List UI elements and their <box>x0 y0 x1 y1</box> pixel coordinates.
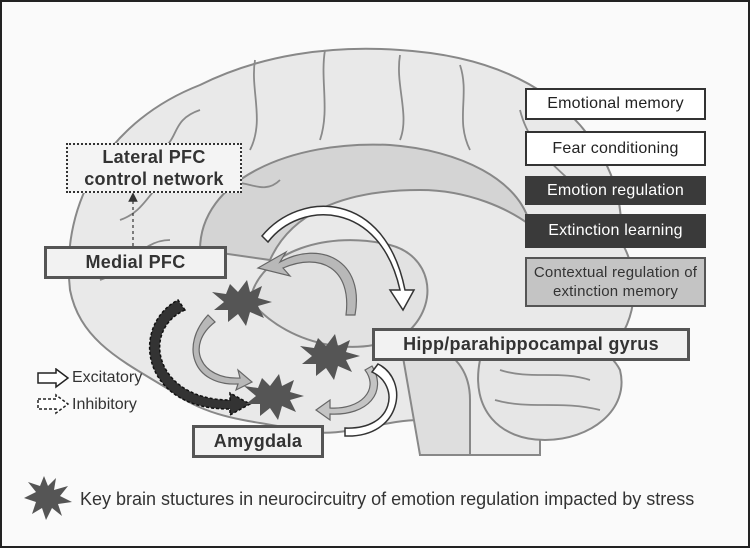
gray-arrow-pfc-to-amyg <box>192 314 254 392</box>
legend-label: Emotional memory <box>547 95 684 112</box>
amygdala-text: Amygdala <box>213 431 303 451</box>
gray-arrow-hipp-to-amyg <box>314 365 379 422</box>
legend-box-contextual-regulation: Contextual regulation of extinction memo… <box>525 257 706 307</box>
lateral-pfc-line2: control network <box>84 169 224 189</box>
inhibitory-label: Inhibitory <box>72 396 137 413</box>
excitatory-arrow-icon <box>37 368 70 389</box>
amygdala-label: Amygdala <box>192 425 324 458</box>
lateral-pfc-label: Lateral PFC control network <box>66 143 242 193</box>
hippocampus-label: Hipp/parahippocampal gyrus <box>372 328 690 361</box>
medial-pfc-text: Medial PFC <box>85 252 186 272</box>
inhibitory-arrow <box>148 299 252 417</box>
legend-label: Contextual regulation of extinction memo… <box>533 264 698 300</box>
footer-caption: Key brain stuctures in neurocircuitry of… <box>80 489 695 509</box>
legend-box-emotional-memory: Emotional memory <box>525 88 706 120</box>
arrow-legend-icons <box>37 368 70 415</box>
hippocampus-text: Hipp/parahippocampal gyrus <box>403 334 659 354</box>
legend-label: Fear conditioning <box>552 139 679 157</box>
star-hipp <box>300 334 360 380</box>
star-amyg <box>244 374 304 420</box>
starbursts <box>212 280 360 420</box>
lateral-pfc-line1: Lateral PFC <box>102 147 206 167</box>
legend-box-emotion-regulation: Emotion regulation <box>525 176 706 205</box>
starburst-icon <box>24 476 72 520</box>
inhibitory-arrow-icon <box>37 393 70 415</box>
excitatory-arrow-small <box>344 363 398 437</box>
thalamus <box>248 239 429 348</box>
legend-label: Extinction learning <box>548 222 683 239</box>
excitatory-arrow-large <box>260 205 416 312</box>
excitatory-label: Excitatory <box>72 369 143 386</box>
gray-arrow-hipp-to-pfc <box>256 250 357 316</box>
star-mpfc <box>212 280 272 326</box>
legend-box-extinction-learning: Extinction learning <box>525 214 706 248</box>
medial-pfc-label: Medial PFC <box>44 246 227 279</box>
corpus-callosum <box>198 143 532 262</box>
legend-label: Emotion regulation <box>546 181 684 199</box>
legend-box-fear-conditioning: Fear conditioning <box>525 131 706 166</box>
